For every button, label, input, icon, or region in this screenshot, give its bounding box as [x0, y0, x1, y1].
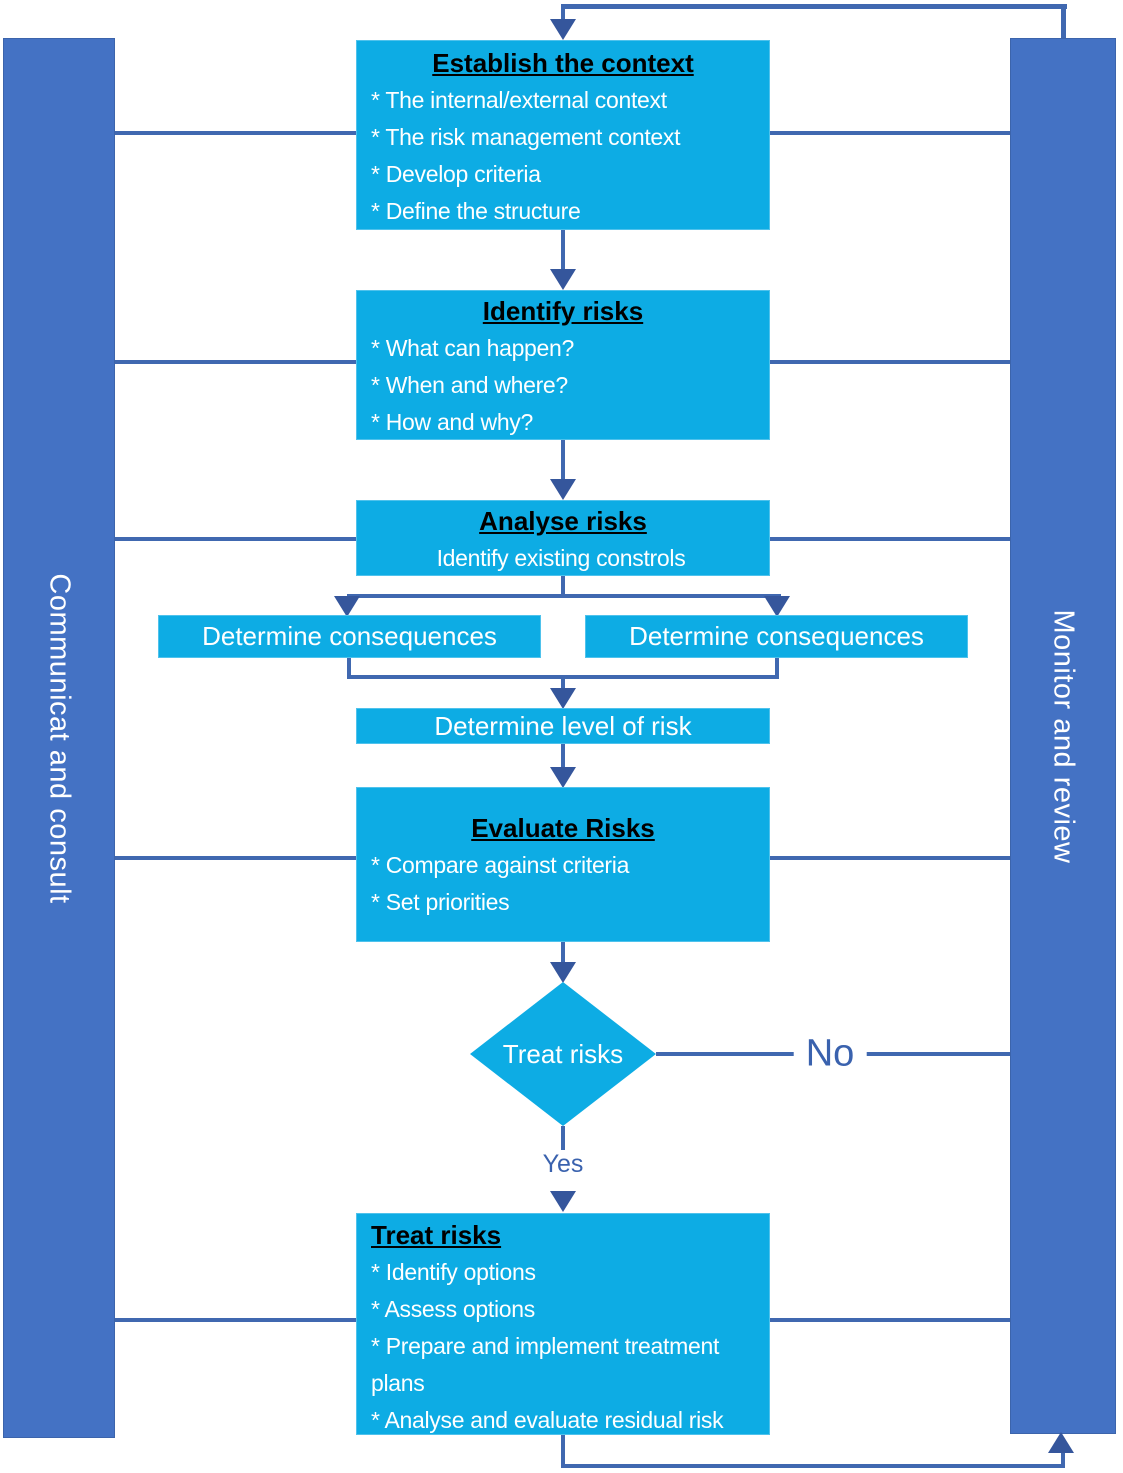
establish-context-item: * Define the structure — [371, 198, 581, 224]
connector-top-loop-right-vertical — [1061, 4, 1066, 38]
connector-analyse-split — [561, 576, 565, 598]
establish-context-item: * Develop criteria — [371, 161, 541, 187]
treat-risks-decision: Treat risks — [470, 982, 656, 1126]
connector-bottom-loop-right-vertical — [1061, 1452, 1065, 1468]
arrowhead-into-determine-right — [764, 596, 790, 617]
connector-right-establish — [770, 131, 1010, 135]
connector-left-identify — [115, 360, 356, 364]
identify-risks-box: Identify risks * What can happen? * When… — [356, 290, 770, 440]
establish-context-box: Establish the context * The internal/ext… — [356, 40, 770, 230]
monitor-review-label: Monitor and review — [1047, 609, 1080, 863]
treat-risks-title: Treat risks — [371, 1220, 502, 1250]
connector-left-establish — [115, 131, 356, 135]
arrowhead-into-establish — [550, 19, 576, 40]
connector-left-treat — [115, 1318, 356, 1322]
connector-bottom-loop-left-vertical — [561, 1435, 565, 1468]
connector-establish-identify — [561, 230, 565, 269]
determine-consequences-left-box: Determine consequences — [158, 615, 541, 658]
treat-risks-box: Treat risks * Identify options * Assess … — [356, 1213, 770, 1435]
evaluate-risks-box: Evaluate Risks * Compare against criteri… — [356, 787, 770, 942]
connector-top-loop-left-vertical — [561, 4, 565, 21]
connector-level-evaluate — [561, 744, 565, 770]
arrowhead-into-determine-level — [550, 688, 576, 709]
determine-consequences-right-label: Determine consequences — [629, 621, 924, 651]
arrowhead-into-analyse — [550, 479, 576, 500]
communicate-consult-label: Communicat and consult — [43, 572, 76, 904]
connector-right-treat — [770, 1318, 1010, 1322]
analyse-risks-title: Analyse risks — [479, 506, 647, 536]
arrowhead-into-treat — [550, 1191, 576, 1212]
determine-level-label: Determine level of risk — [434, 710, 692, 741]
arrowhead-into-monitor-review — [1048, 1432, 1074, 1453]
connector-merge-down — [561, 675, 565, 688]
connector-left-evaluate — [115, 856, 356, 860]
connector-bottom-loop-horizontal — [561, 1464, 1065, 1468]
communicate-consult-bar: Communicat and consult — [3, 38, 115, 1438]
establish-context-item: * The risk management context — [371, 124, 681, 150]
evaluate-risks-item: * Compare against criteria — [371, 852, 630, 878]
determine-level-box: Determine level of risk — [356, 708, 770, 744]
connector-decision-treat — [561, 1126, 565, 1156]
connector-evaluate-decision — [561, 942, 565, 964]
identify-risks-item: * When and where? — [371, 372, 568, 398]
treat-risks-item: * Identify options — [371, 1259, 536, 1285]
treat-risks-item: * Analyse and evaluate residual risk — [371, 1407, 724, 1433]
connector-right-analyse — [770, 537, 1010, 541]
connector-left-analyse — [115, 537, 356, 541]
connector-identify-analyse — [561, 440, 565, 479]
identify-risks-title: Identify risks — [482, 296, 644, 326]
connector-right-identify — [770, 360, 1010, 364]
connector-split-horizontal — [347, 594, 781, 598]
establish-context-title: Establish the context — [432, 48, 694, 78]
identify-risks-item: * What can happen? — [371, 335, 575, 361]
arrowhead-into-decision — [550, 962, 576, 983]
no-label: No — [793, 1032, 867, 1076]
treat-risks-item: * Prepare and implement treatment plans — [371, 1333, 720, 1396]
connector-determine-right-down — [775, 658, 779, 679]
connector-right-evaluate — [770, 856, 1010, 860]
determine-consequences-right-box: Determine consequences — [585, 615, 968, 658]
connector-determine-left-down — [347, 658, 351, 679]
evaluate-risks-item: * Set priorities — [371, 889, 510, 915]
identify-risks-item: * How and why? — [371, 409, 533, 435]
treat-risks-decision-label: Treat risks — [502, 1038, 624, 1069]
arrowhead-into-identify — [550, 269, 576, 290]
determine-consequences-left-label: Determine consequences — [202, 621, 497, 651]
analyse-risks-subtitle: Identify existing constrols — [436, 545, 686, 571]
treat-risks-item: * Assess options — [371, 1296, 535, 1322]
establish-context-item: * The internal/external context — [371, 87, 667, 113]
monitor-review-bar: Monitor and review — [1010, 38, 1116, 1434]
arrowhead-into-determine-left — [334, 596, 360, 617]
analyse-risks-box: Analyse risks Identify existing constrol… — [356, 500, 770, 576]
evaluate-risks-title: Evaluate Risks — [471, 813, 655, 843]
yes-label: Yes — [542, 1150, 584, 1179]
arrowhead-into-evaluate — [550, 767, 576, 788]
connector-top-loop-horizontal — [561, 4, 1067, 9]
